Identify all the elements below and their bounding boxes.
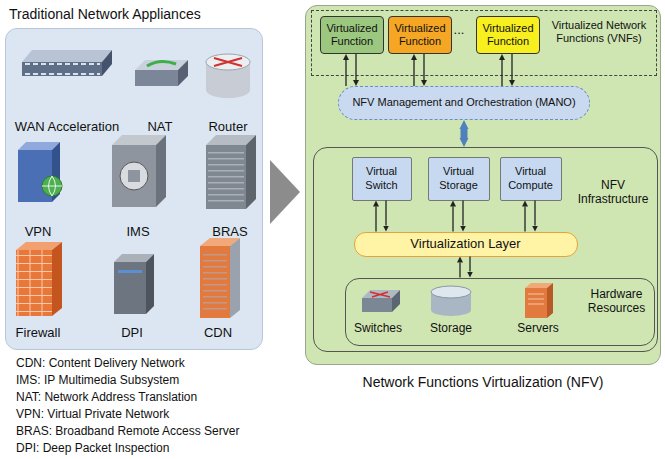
wan-acceleration-icon — [22, 50, 112, 76]
panel-heading: NFV Infrastructure — [572, 178, 654, 207]
label-holder: Router — [208, 119, 247, 135]
icon-label: CDN — [204, 325, 232, 340]
label-holder: DPI — [121, 325, 143, 341]
box-label: Virtual Storage — [432, 165, 486, 191]
box-label: Virtualized Function — [324, 22, 380, 48]
label-holder: Firewall — [16, 325, 61, 341]
abbreviation-note: NAT: Network Address Translation — [16, 390, 197, 404]
abbreviation-note: BRAS: Broadband Remote Access Server — [16, 424, 239, 438]
box-label: Virtual Compute — [504, 165, 558, 191]
label-holder: DPI: Deep Packet Inspection — [16, 441, 169, 455]
icon-label: BRAS — [212, 224, 247, 239]
label-holder: VPN — [25, 224, 52, 240]
panel-heading: Virtualized Network Functions (VNFs) — [544, 19, 654, 45]
switch-hardware-icon — [362, 290, 400, 312]
label-holder: ... — [454, 22, 465, 38]
icon-label: Switches — [354, 321, 402, 335]
vnf-box: Virtualized Function — [320, 16, 384, 54]
label-holder: BRAS: Broadband Remote Access Server — [16, 424, 239, 438]
nfv-panel: Network Functions Virtualization (NFV)Vi… — [305, 5, 661, 365]
virtualization-layer: Virtualization Layer — [354, 232, 578, 257]
arrow-connector — [385, 201, 386, 226]
vpn-icon — [18, 142, 62, 202]
arrow-connector — [469, 257, 470, 272]
vnf-group: Virtualized Network Functions (VNFs) Virt… — [311, 10, 657, 76]
storage-hardware-icon — [431, 286, 471, 316]
box-label: Virtual Switch — [356, 165, 408, 191]
panel-heading: Traditional Network Appliances — [9, 6, 259, 23]
icon-label: Storage — [430, 321, 472, 335]
panel-heading: Hardware Resources — [582, 287, 652, 316]
arrow-connector — [534, 201, 535, 226]
vnf-box: Virtualized Function — [476, 16, 540, 54]
arrow-connector — [355, 54, 356, 80]
arrow-connector — [345, 60, 346, 86]
label-holder: NAT: Network Address Translation — [16, 390, 197, 404]
arrow-connector — [511, 54, 512, 80]
label-holder: IMS — [126, 224, 149, 240]
icon-label: ... — [454, 22, 465, 37]
box-label: Virtualized Function — [392, 22, 448, 48]
abbreviation-note: VPN: Virtual Private Network — [16, 407, 169, 421]
arrow-connector — [375, 207, 376, 232]
mano-box: NFV Management and Orchestration (MANO) — [338, 86, 590, 120]
box-label: Virtualization Layer — [410, 236, 520, 252]
label-holder: NAT — [147, 119, 172, 135]
arrow-connector — [459, 263, 460, 278]
arrow-connector — [501, 60, 502, 86]
box-label: Virtualized Function — [480, 22, 536, 48]
label-holder: CDN — [204, 325, 232, 341]
server-hardware-icon — [525, 283, 553, 318]
abbreviation-note: IMS: IP Multimedia Subsystem — [16, 373, 179, 387]
icon-label: NAT — [147, 119, 172, 134]
icon-label: WAN Acceleration — [15, 119, 119, 134]
firewall-icon — [16, 242, 62, 316]
label-holder: IMS: IP Multimedia Subsystem — [16, 373, 179, 387]
double-arrow — [461, 129, 468, 138]
icon-label: Servers — [517, 321, 558, 335]
router-icon — [206, 54, 250, 98]
label-holder: Storage — [430, 321, 472, 335]
label-holder: WAN Acceleration — [15, 119, 119, 135]
icon-label: Router — [208, 119, 247, 134]
label-holder: CDN: Content Delivery Network — [16, 356, 185, 370]
virtual-resource-box: Virtual Compute — [500, 157, 562, 201]
abbreviation-note: CDN: Content Delivery Network — [16, 356, 185, 370]
abbreviation-note: DPI: Deep Packet Inspection — [16, 441, 169, 455]
dpi-icon — [114, 254, 154, 314]
virtual-resource-box: Virtual Switch — [352, 157, 412, 201]
ims-icon — [112, 135, 166, 207]
vnf-box: Virtualized Function — [388, 16, 452, 54]
label-holder: BRAS — [212, 224, 247, 240]
icon-label: DPI — [121, 325, 143, 340]
arrow-connector — [524, 207, 525, 232]
icon-label: IMS — [126, 224, 149, 239]
label-holder: Servers — [517, 321, 558, 335]
bras-icon — [206, 135, 256, 209]
icon-label: Firewall — [16, 325, 61, 340]
box-label: NFV Management and Orchestration (MANO) — [352, 96, 575, 109]
label-holder: Switches — [354, 321, 402, 335]
arrow-connector — [462, 201, 463, 226]
nat-icon — [135, 60, 188, 86]
arrow-connector — [413, 60, 414, 86]
arrow-connector — [423, 54, 424, 80]
cdn-icon — [200, 238, 240, 318]
label-holder: VPN: Virtual Private Network — [16, 407, 169, 421]
icon-label: VPN — [25, 224, 52, 239]
panel-heading: Network Functions Virtualization (NFV) — [306, 374, 660, 391]
flow-triangle — [270, 160, 300, 224]
virtual-resource-box: Virtual Storage — [428, 157, 490, 201]
arrow-connector — [452, 207, 453, 232]
